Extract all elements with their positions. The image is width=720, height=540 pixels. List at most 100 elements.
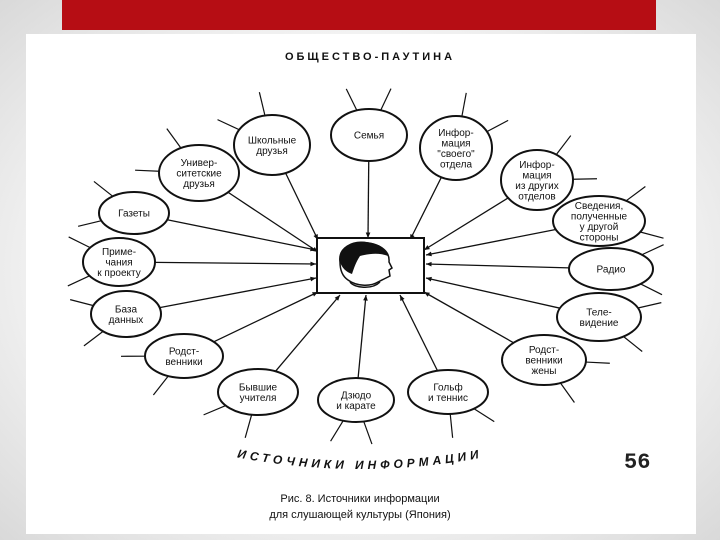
arrowhead-radio [426,261,432,267]
node-label-other-dept: из других [515,181,558,192]
connector-lines [154,160,570,379]
ray-dept-info-0 [461,92,467,117]
ray-other-side-0 [625,185,646,202]
node-ellipse-dept-info [419,115,493,181]
node-label-teachers: Бывшие [239,382,278,393]
arrowhead-tv [426,276,432,282]
node-label-notes: Приме- [102,247,136,258]
ray-database-1 [70,299,94,307]
connector-line-other-dept [423,197,509,251]
node-ellipse-tv [556,292,642,342]
node-ellipse-other-side [552,195,646,247]
ray-school-0 [217,119,240,131]
connector-line-judo [357,294,367,379]
node-label-univ: друзья [183,179,215,190]
connector-line-golf [399,294,439,372]
ray-family-0 [345,88,358,111]
node-newspapers: Газеты [98,191,170,235]
node-label-teachers: учителя [240,393,277,404]
node-label-dept-info: мация [441,138,470,149]
node-ellipse-univ [158,144,240,202]
ray-judo-0 [363,421,373,445]
node-label-radio: Радио [597,265,626,276]
arrowhead-teachers [334,295,340,301]
connector-line-dept-info [409,176,442,241]
node-label-univ: Универ- [181,158,218,169]
node-label-wife-relatives: жены [532,366,557,377]
connector-line-radio [425,263,570,269]
figure-caption-line-1: Рис. 8. Источники информации [280,493,439,505]
node-label-relatives: Родст- [169,346,199,357]
node-label-database: База [115,304,138,315]
node-label-univ: ситетские [176,169,222,180]
node-label-school: друзья [256,146,288,157]
connector-line-tv [425,277,561,309]
ray-other-side-1 [640,231,664,239]
node-label-school: Школьные [248,135,297,146]
arrowhead-other-dept [424,245,430,250]
ray-radio-0 [641,244,664,256]
node-label-dept-info: "своего" [437,149,475,160]
person-head-icon [339,241,393,288]
ray-teachers-0 [244,414,253,438]
ray-database-0 [83,330,104,347]
node-label-golf: Гольф [433,381,462,393]
arrowhead-newspapers [310,246,316,252]
ray-judo-1 [330,420,344,442]
arrowhead-judo [363,295,368,301]
connector-line-wife-relatives [423,291,514,344]
node-label-golf: и теннис [428,393,468,404]
connector-line-univ [227,191,319,253]
arrowhead-other-side [426,251,432,257]
node-label-other-side: стороны [580,232,619,243]
ray-wife-relatives-1 [559,382,575,403]
title-bar [62,0,656,30]
connector-line-teachers [274,294,341,372]
node-label-other-dept: мация [522,170,551,181]
ray-teachers-1 [203,405,226,416]
node-label-wife-relatives: Родст- [529,345,559,356]
node-label-newspapers: Газеты [118,209,150,220]
ray-univ-0 [135,169,160,172]
connector-line-database [159,277,317,309]
node-label-wife-relatives: венники [525,356,562,367]
ray-school-1 [258,92,266,116]
ray-tv-0 [637,302,662,309]
node-label-family: Семья [354,131,384,142]
node-label-other-dept: отделов [518,191,555,202]
node-tv: Теле-видение [556,292,642,342]
node-dept-info: Инфор-мация"своего"отдела [419,115,493,181]
node-label-other-side: полученные [571,211,628,222]
node-radio: Радио [568,247,654,291]
node-label-database: данных [109,315,144,326]
node-ellipse-newspapers [98,191,170,235]
node-relatives: Родст-венники [144,333,224,379]
node-label-other-side: Сведения, [575,201,623,212]
node-ellipse-relatives [144,333,224,379]
node-label-dept-info: Инфор- [438,127,473,139]
node-label-dept-info: отдела [440,159,472,170]
figure-caption-line-2: для слушающей культуры (Япония) [269,509,450,521]
center-person-box [316,237,425,294]
node-label-notes: к проекту [97,268,140,279]
radiating-rays [67,88,664,445]
node-ellipse-teachers [217,368,299,416]
diagram-title: ОБЩЕСТВО-ПАУТИНА [285,51,455,63]
ray-tv-1 [623,336,643,352]
ray-relatives-0 [152,375,169,396]
connector-line-newspapers [167,219,317,251]
node-ellipse-database [90,290,162,338]
arrowhead-golf [400,295,405,301]
ray-dept-info-1 [486,119,509,133]
